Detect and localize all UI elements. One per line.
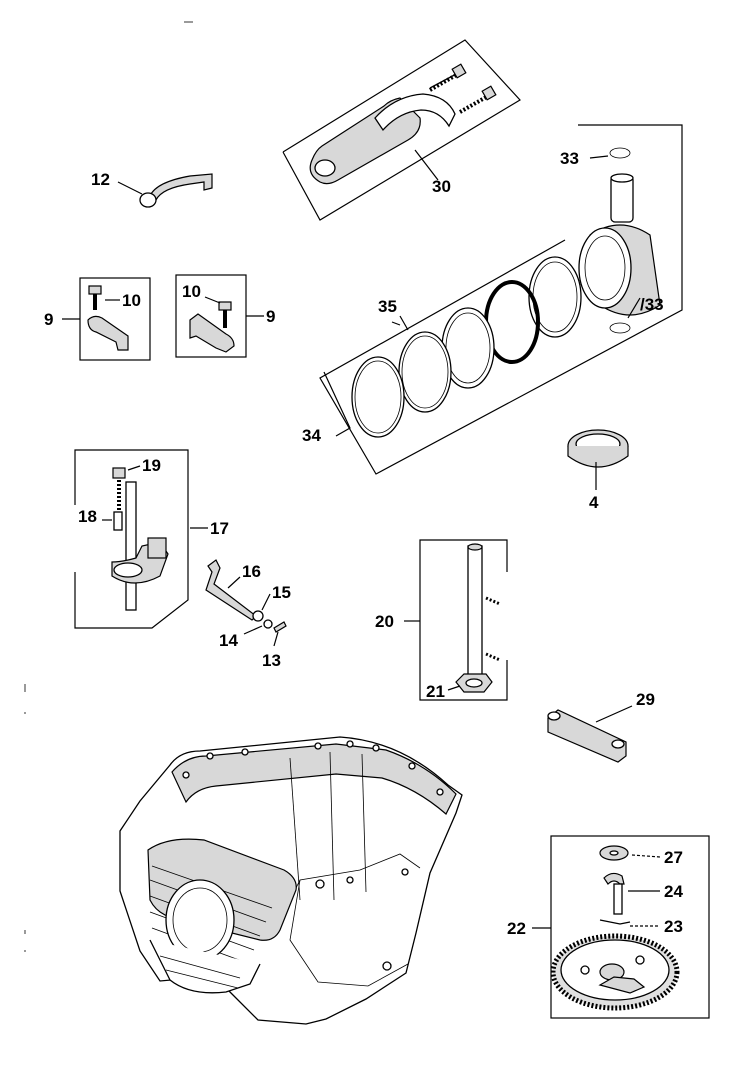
governor-group: 19 18 17 [74, 449, 229, 629]
oil-ring-rail-1 [398, 331, 452, 413]
callout-35: 35 [378, 297, 397, 316]
group-box-22 [550, 835, 710, 1019]
camshaft-group: 20 21 [375, 539, 508, 701]
callout-29: 29 [636, 690, 655, 709]
spring-23 [599, 919, 631, 925]
governor-shaft [125, 481, 137, 611]
callout-33-bottom: /33 [640, 295, 664, 314]
pin-14 [263, 619, 273, 629]
callout-12: 12 [91, 170, 110, 189]
bracket-left [87, 315, 129, 351]
clip-24 [603, 872, 625, 885]
callout-23: 23 [664, 917, 683, 936]
callout-27: 27 [664, 848, 683, 867]
retainer-clip-top [609, 147, 631, 159]
callout-16: 16 [242, 562, 261, 581]
rod-bolt-2 [459, 94, 489, 114]
callout-10-right: 10 [182, 282, 201, 301]
callout-9-left: 9 [44, 310, 53, 329]
callout-33-top: 33 [560, 149, 579, 168]
bracket-right [189, 313, 235, 353]
callout-22: 22 [507, 919, 526, 938]
oil-seal: 4 [567, 429, 629, 512]
callout-9-right: 9 [266, 307, 275, 326]
group-box-20 [419, 539, 508, 701]
breather-tube: 12 [91, 170, 213, 208]
callout-4: 4 [589, 493, 599, 512]
crankcase-flange [171, 743, 457, 815]
group-box-17 [74, 449, 189, 629]
piston [578, 224, 661, 316]
pin-18 [113, 511, 123, 531]
rod-cap [374, 93, 456, 132]
bracket-group-right: 10 9 [175, 274, 275, 358]
callout-10-left: 10 [122, 291, 141, 310]
callout-13: 13 [262, 651, 281, 670]
bolt-19 [112, 467, 126, 479]
callout-18: 18 [78, 507, 97, 526]
piston-ring-1 [528, 256, 582, 338]
group-box-piston [319, 124, 683, 475]
callout-30: 30 [432, 177, 451, 196]
oil-ring-rail-2 [351, 356, 405, 438]
pin-24 [613, 883, 623, 915]
callout-34: 34 [302, 426, 321, 445]
callout-15: 15 [272, 583, 291, 602]
piston-pin [610, 175, 634, 223]
cam-shaft-20 [467, 545, 483, 681]
callout-20: 20 [375, 612, 394, 631]
retainer-clip-bottom [609, 322, 631, 334]
callout-19: 19 [142, 456, 161, 475]
group-box-30 [282, 39, 521, 221]
bracket-group-left: 10 9 [44, 277, 151, 361]
spring-13 [273, 621, 287, 633]
piston-group: 33 /33 35 34 [302, 124, 683, 475]
balance-link: 29 [547, 690, 655, 763]
callout-17: 17 [210, 519, 229, 538]
cross-shaft-group: 16 15 14 13 [205, 559, 291, 670]
callout-14: 14 [219, 631, 238, 650]
cam-gear-group: 27 24 23 22 [507, 835, 710, 1019]
connecting-rod-group: 30 [282, 39, 521, 221]
callout-21: 21 [426, 682, 445, 701]
callout-24: 24 [664, 882, 683, 901]
crankcase [119, 736, 463, 1025]
washer-15 [252, 610, 264, 622]
